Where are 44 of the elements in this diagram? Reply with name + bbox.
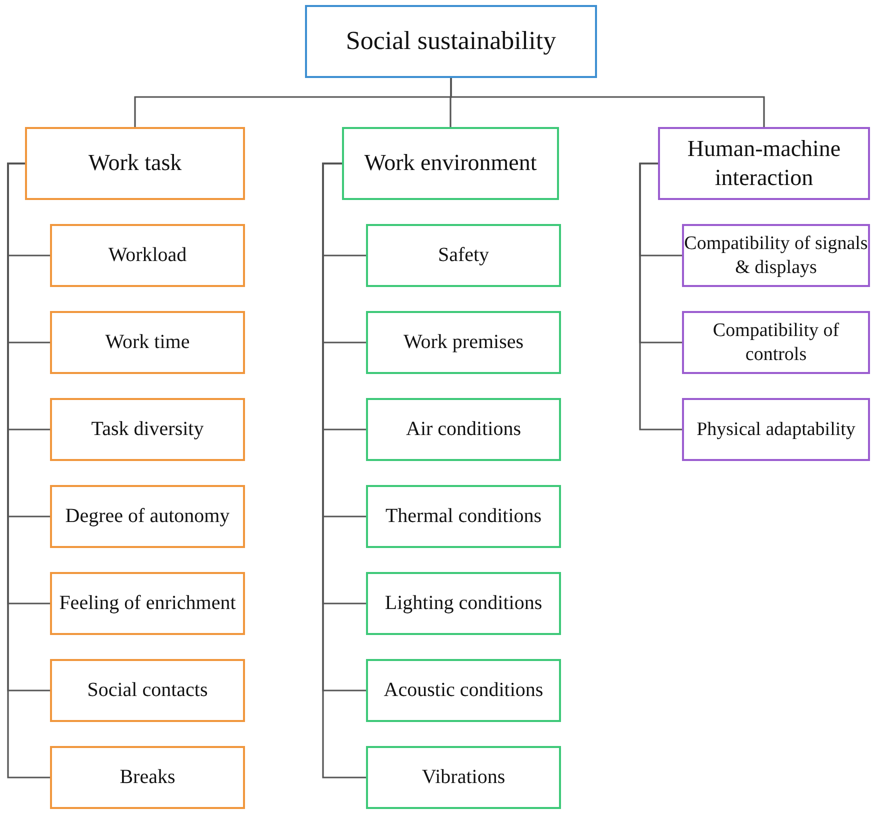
category-box (366, 311, 561, 374)
category-box (50, 485, 245, 548)
box-label: Vibrations (422, 765, 506, 790)
category-box (366, 398, 561, 461)
category-box (50, 224, 245, 287)
box-label: Compatibility of controls (712, 318, 840, 366)
box-label: Compatibility of signals & displays (684, 232, 868, 280)
box-label: Thermal conditions (385, 504, 542, 529)
box-label: Physical adaptability (696, 418, 856, 442)
box-label: Safety (438, 243, 490, 268)
category-box (50, 746, 245, 809)
category-box (366, 224, 561, 287)
connector-line (450, 78, 765, 127)
category-box (25, 127, 245, 200)
box-label: Human-machine interaction (686, 134, 842, 192)
category-box (50, 398, 245, 461)
category-box (682, 224, 870, 287)
category-box (682, 311, 870, 374)
connector-line (639, 162, 682, 430)
box-label: Work time (105, 330, 190, 355)
category-box (366, 746, 561, 809)
box-label: Degree of autonomy (65, 504, 230, 529)
category-box (50, 659, 245, 722)
box-label: Social sustainability (346, 25, 556, 58)
category-box (366, 485, 561, 548)
box-label: Work environment (364, 149, 537, 178)
box-label: Breaks (120, 765, 176, 790)
box-label: Work premises (403, 330, 524, 355)
category-box (50, 572, 245, 635)
box-label: Acoustic conditions (384, 678, 544, 703)
category-box (366, 659, 561, 722)
category-box (658, 127, 870, 200)
box-label: Task diversity (91, 417, 204, 442)
box-label: Feeling of enrichment (59, 591, 236, 616)
root-box (305, 5, 597, 78)
category-box (682, 398, 870, 461)
category-box (342, 127, 559, 200)
box-label: Lighting conditions (384, 591, 542, 616)
category-box (50, 311, 245, 374)
box-label: Work task (88, 149, 182, 178)
category-box (366, 572, 561, 635)
box-label: Social contacts (87, 678, 208, 703)
box-label: Air conditions (406, 417, 521, 442)
box-label: Workload (108, 243, 187, 268)
